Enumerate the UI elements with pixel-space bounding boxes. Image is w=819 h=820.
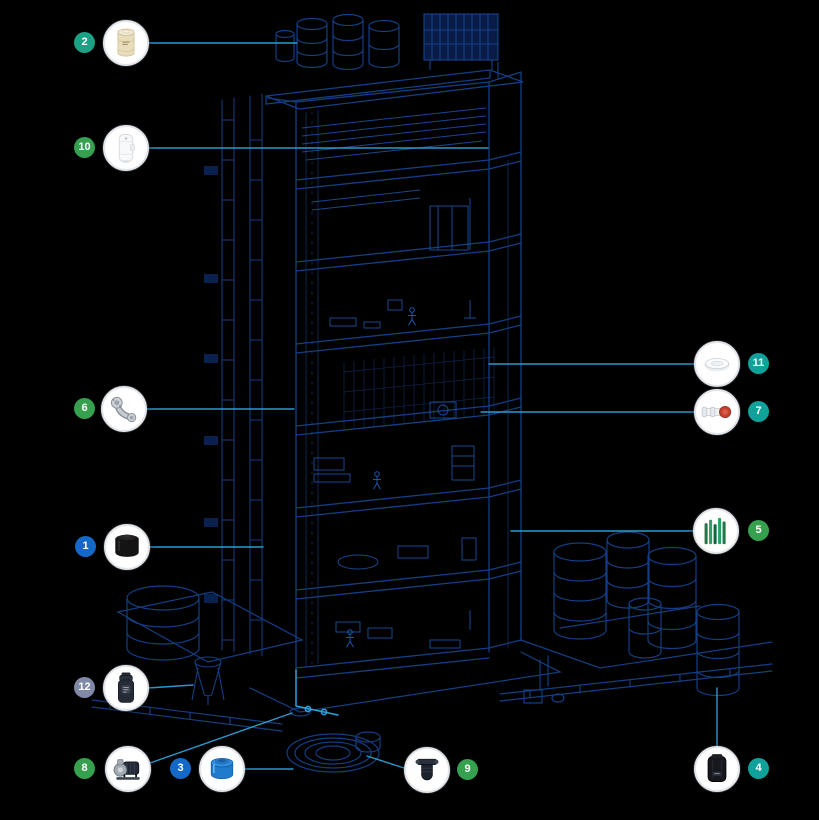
filter-canister-icon xyxy=(117,672,135,703)
callout-6-badge[interactable]: 6 xyxy=(74,398,95,419)
water-purifier-icon xyxy=(118,134,135,163)
callout-11-product-circle[interactable] xyxy=(694,341,740,387)
callout-10-badge[interactable]: 10 xyxy=(74,137,95,158)
callout-6-product-circle[interactable] xyxy=(101,386,147,432)
callout-8-product-circle[interactable] xyxy=(105,746,151,792)
callout-7-badge[interactable]: 7 xyxy=(748,401,769,422)
interior-details xyxy=(301,107,487,649)
callout-2-product-circle[interactable] xyxy=(103,20,149,66)
tank-farm xyxy=(553,531,740,697)
callout-8-badge[interactable]: 8 xyxy=(74,758,95,779)
callout-1-badge[interactable]: 1 xyxy=(75,536,96,557)
callout-4-badge[interactable]: 4 xyxy=(748,758,769,779)
connector-lines xyxy=(146,42,718,770)
people-figures xyxy=(346,307,416,648)
tower-frame xyxy=(265,69,524,679)
ceiling-access-plate-icon xyxy=(704,358,730,372)
callout-4-product-circle[interactable] xyxy=(694,746,740,792)
green-pipes-bundle-icon xyxy=(704,517,726,545)
pvc-fitting-red-cap-icon xyxy=(701,405,732,419)
ground-platforms xyxy=(91,591,773,732)
blue-water-tank-icon xyxy=(210,758,234,780)
wall-windows xyxy=(204,166,218,603)
callout-9-product-circle[interactable] xyxy=(404,747,450,793)
metal-pipe-fitting-icon xyxy=(110,396,137,423)
callout-2-badge[interactable]: 2 xyxy=(74,32,95,53)
callout-11-badge[interactable]: 11 xyxy=(748,353,769,374)
rooftop-tanks xyxy=(275,13,400,71)
callout-3-badge[interactable]: 3 xyxy=(170,758,191,779)
callout-7-product-circle[interactable] xyxy=(694,389,740,435)
callout-12-badge[interactable]: 12 xyxy=(74,677,95,698)
inline-filter-icon xyxy=(415,758,439,781)
slim-black-tank-icon xyxy=(707,754,727,782)
beige-water-tank-icon xyxy=(117,28,135,57)
callout-5-badge[interactable]: 5 xyxy=(748,520,769,541)
callout-9-badge[interactable]: 9 xyxy=(457,759,478,780)
callout-1-product-circle[interactable] xyxy=(104,524,150,570)
callout-3-product-circle[interactable] xyxy=(199,746,245,792)
callout-12-product-circle[interactable] xyxy=(103,665,149,711)
callout-5-product-circle[interactable] xyxy=(693,508,739,554)
water-pump-icon xyxy=(113,759,140,780)
cone-tank xyxy=(191,656,225,705)
pump-base-rings xyxy=(286,707,381,773)
left-round-tank xyxy=(126,585,200,661)
callout-10-product-circle[interactable] xyxy=(103,125,149,171)
rooftop-equipment xyxy=(423,13,499,80)
black-water-tank-icon xyxy=(115,534,139,557)
mesh-wall xyxy=(343,347,495,430)
cyan-pipes xyxy=(295,669,339,716)
